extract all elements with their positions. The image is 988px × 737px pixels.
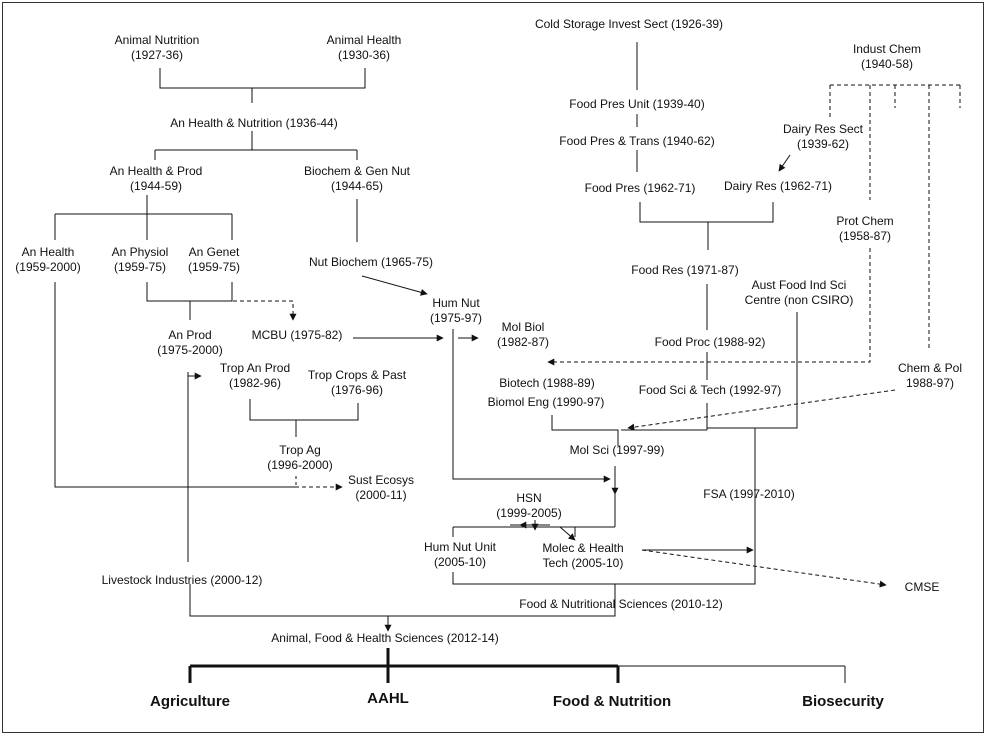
node-trop-ag: Trop Ag(1996-2000) <box>267 443 333 472</box>
node-agriculture: Agriculture <box>149 693 231 710</box>
node-sust-ecosys: Sust Ecosys(2000-11) <box>347 473 415 502</box>
node-food-pres-trans: Food Pres & Trans (1940-62) <box>559 134 715 148</box>
link-anhn-split <box>154 131 358 160</box>
link-final-thin <box>190 665 846 683</box>
link-molec-cmse <box>641 549 887 588</box>
link-physiol-genet <box>146 282 233 320</box>
node-dairy-res: Dairy Res (1962-71) <box>723 179 833 193</box>
link-nutbio-humnut <box>361 275 428 296</box>
node-biochem-gen-nut: Biochem & Gen Nut(1944-65) <box>303 164 411 193</box>
node-an-health-prod: An Health & Prod(1944-59) <box>109 164 203 193</box>
node-mol-biol: Mol Biol(1982-87) <box>496 320 550 349</box>
node-an-health: An Health(1959-2000) <box>15 245 81 274</box>
link-chempol <box>627 389 896 431</box>
node-hsn: HSN(1999-2005) <box>496 491 562 520</box>
link-foodnut-merge <box>452 433 756 585</box>
link-dairysect-dairy <box>778 154 791 172</box>
link-trop-merge <box>249 399 359 437</box>
node-food-nutrition: Food & Nutrition <box>552 693 672 710</box>
node-nut-biochem: Nut Biochem (1965-75) <box>308 255 434 269</box>
link-animal-merge <box>159 68 366 103</box>
node-an-genet: An Genet(1959-75) <box>187 245 241 274</box>
link-humnut-molsci <box>452 329 611 483</box>
node-animal-nutrition: Animal Nutrition(1927-36) <box>114 33 200 62</box>
node-mol-sci: Mol Sci (1997-99) <box>569 443 665 457</box>
node-mcbu: MCBU (1975-82) <box>251 328 343 342</box>
node-cold-storage: Cold Storage Invest Sect (1926-39) <box>534 17 724 31</box>
node-food-proc: Food Proc (1988-92) <box>654 335 766 349</box>
link-foodpres-dairy <box>639 202 774 250</box>
link-indust-tree <box>829 84 961 348</box>
node-prot-chem: Prot Chem(1958-87) <box>836 214 894 243</box>
link-protchem-molbiol <box>547 248 871 366</box>
link-fst-aust <box>707 312 798 480</box>
node-dairy-res-sect: Dairy Res Sect(1939-62) <box>782 122 864 151</box>
node-food-res: Food Res (1971-87) <box>631 263 739 277</box>
link-anhp-split <box>54 195 233 240</box>
link-hsn-molec <box>559 526 576 541</box>
node-cmse: CMSE <box>904 580 940 594</box>
node-indust-chem: Indust Chem(1940-58) <box>852 42 922 71</box>
link-hsn-split <box>452 526 615 537</box>
node-hum-nut: Hum Nut(1975-97) <box>429 296 483 325</box>
node-food-pres: Food Pres (1962-71) <box>584 181 696 195</box>
node-livestock: Livestock Industries (2000-12) <box>101 573 263 587</box>
node-afhs: Animal, Food & Health Sciences (2012-14) <box>271 631 499 645</box>
node-an-physiol: An Physiol(1959-75) <box>111 245 169 274</box>
node-biomol-eng: Biomol Eng (1990-97) <box>487 395 605 409</box>
node-trop-crops: Trop Crops & Past(1976-96) <box>307 368 407 397</box>
node-aahl: AAHL <box>367 690 409 707</box>
node-food-nutr-sci: Food & Nutritional Sciences (2010-12) <box>519 597 723 611</box>
node-an-prod: An Prod(1975-2000) <box>157 328 223 357</box>
link-molbiol-biotech <box>551 415 619 446</box>
node-food-sci-tech: Food Sci & Tech (1992-97) <box>638 383 782 397</box>
node-biosecurity: Biosecurity <box>802 693 884 710</box>
link-final-thick <box>188 648 620 683</box>
node-trop-an-prod: Trop An Prod(1982-96) <box>219 361 291 390</box>
node-hum-nut-unit: Hum Nut Unit(2005-10) <box>423 540 497 569</box>
node-food-pres-unit: Food Pres Unit (1939-40) <box>569 97 705 111</box>
node-fsa: FSA (1997-2010) <box>703 487 795 501</box>
node-animal-health: Animal Health(1930-36) <box>326 33 402 62</box>
node-an-health-nutrition: An Health & Nutrition (1936-44) <box>170 116 338 130</box>
node-biotech: Biotech (1988-89) <box>499 376 595 390</box>
link-genet-mcbu <box>233 300 297 321</box>
link-anhealth-sust <box>54 282 295 488</box>
